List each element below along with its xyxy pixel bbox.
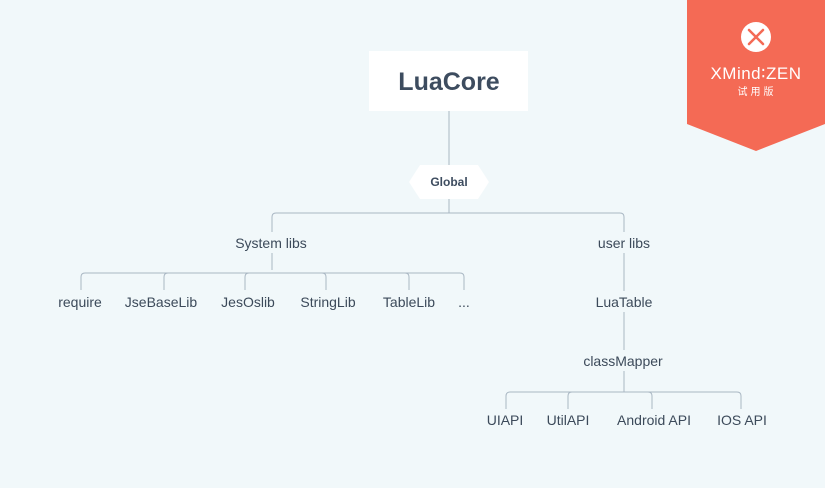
topic-classmapper[interactable]: classMapper [583, 353, 663, 369]
root-box [369, 51, 528, 111]
connector-branch-split [271, 212, 625, 232]
topic-require[interactable]: require [58, 294, 102, 310]
badge-shape [687, 0, 825, 151]
connector-tablelib [404, 272, 410, 290]
connector-stringlib [321, 272, 327, 290]
hub-topic[interactable]: Global [409, 165, 489, 199]
connector-utilapi [567, 391, 573, 409]
connector-jsebaselib [163, 272, 169, 290]
branch-user-libs[interactable]: user libs [598, 235, 650, 251]
topic-ios-api[interactable]: IOS API [717, 412, 767, 428]
topic-stringlib[interactable]: StringLib [300, 294, 355, 310]
close-x-icon [741, 22, 771, 52]
topic-jesoslib[interactable]: JesOslib [221, 294, 275, 310]
badge-brand: XMind∶ZEN [710, 64, 801, 83]
topic-ellipsis[interactable]: ... [458, 294, 470, 310]
connectors [80, 111, 742, 409]
trial-badge[interactable]: XMind∶ZEN 试用版 [687, 0, 825, 151]
topic-tablelib[interactable]: TableLib [383, 294, 435, 310]
hub-box [409, 165, 489, 199]
connector-system-bracket [80, 272, 465, 290]
topic-android-api[interactable]: Android API [617, 412, 691, 428]
topic-uiapi[interactable]: UIAPI [487, 412, 524, 428]
topic-utilapi[interactable]: UtilAPI [547, 412, 590, 428]
hub-label: Global [430, 175, 467, 189]
topic-luatable[interactable]: LuaTable [596, 294, 653, 310]
connector-androidapi [647, 391, 653, 409]
connector-jesoslib [244, 272, 250, 290]
branch-system-libs[interactable]: System libs [235, 235, 307, 251]
connector-api-bracket [505, 391, 742, 409]
root-topic[interactable]: LuaCore [369, 51, 528, 111]
topic-jsebaselib[interactable]: JseBaseLib [125, 294, 198, 310]
root-label: LuaCore [398, 68, 500, 96]
badge-subtitle: 试用版 [738, 85, 777, 98]
